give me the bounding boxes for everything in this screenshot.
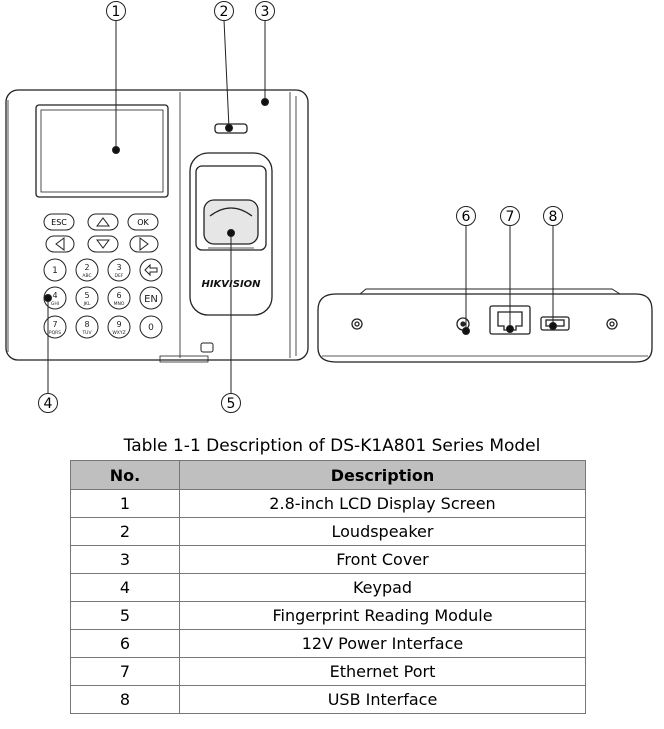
key-2: 2 ABC — [75, 258, 99, 282]
down-key — [87, 235, 119, 253]
table-row: 3 Front Cover — [70, 545, 586, 574]
svg-text:2: 2 — [84, 263, 89, 272]
row-no: 8 — [70, 685, 180, 714]
row-no: 1 — [70, 489, 180, 518]
description-table: No. Description 1 2.8-inch LCD Display S… — [70, 460, 586, 714]
svg-text:2: 2 — [220, 4, 229, 20]
row-description: USB Interface — [179, 685, 586, 714]
callout-4: 4 — [38, 393, 58, 413]
svg-text:WXYZ: WXYZ — [112, 330, 125, 336]
key-6: 6 MNO — [107, 286, 131, 310]
row-description: Keypad — [179, 573, 586, 602]
side-view — [317, 288, 653, 363]
row-no: 4 — [70, 573, 180, 602]
device-diagram: ESC OK 1 2 ABC 3 DEF — [5, 1, 653, 413]
key-0: 0 — [139, 315, 163, 339]
row-no: 3 — [70, 545, 180, 574]
table-header-row: No. Description — [70, 460, 586, 490]
svg-text:1: 1 — [112, 4, 121, 20]
front-cover — [5, 89, 309, 361]
key-1: 1 — [43, 258, 67, 282]
row-description: Ethernet Port — [179, 657, 586, 686]
left-key — [45, 235, 75, 253]
callout-6: 6 — [456, 206, 476, 226]
right-key — [129, 235, 159, 253]
table-row: 1 2.8-inch LCD Display Screen — [70, 489, 586, 518]
header-description: Description — [179, 460, 586, 490]
key-9: 9 WXYZ — [107, 315, 131, 339]
ok-key — [127, 213, 159, 231]
table-row: 5 Fingerprint Reading Module — [70, 601, 586, 630]
up-key — [87, 213, 119, 231]
ok-key-label: OK — [137, 218, 149, 227]
row-description: 12V Power Interface — [179, 629, 586, 658]
svg-text:6: 6 — [462, 209, 471, 225]
loudspeaker — [214, 123, 248, 134]
svg-text:MNO: MNO — [114, 301, 125, 307]
row-description: Front Cover — [179, 545, 586, 574]
row-no: 5 — [70, 601, 180, 630]
table-row: 4 Keypad — [70, 573, 586, 602]
svg-text:0: 0 — [148, 323, 154, 333]
svg-text:3: 3 — [261, 4, 270, 20]
svg-text:ABC: ABC — [82, 273, 91, 279]
row-no: 6 — [70, 629, 180, 658]
svg-text:6: 6 — [116, 291, 121, 300]
svg-text:4: 4 — [44, 396, 53, 412]
svg-text:8: 8 — [84, 320, 89, 329]
row-no: 7 — [70, 657, 180, 686]
svg-text:EN: EN — [144, 294, 158, 305]
svg-text:7: 7 — [52, 320, 57, 329]
callout-8: 8 — [543, 206, 563, 226]
svg-text:8: 8 — [549, 209, 558, 225]
svg-text:9: 9 — [116, 320, 121, 329]
row-no: 2 — [70, 517, 180, 546]
table-row: 8 USB Interface — [70, 685, 586, 714]
svg-text:TUV: TUV — [81, 330, 92, 336]
row-description: Loudspeaker — [179, 517, 586, 546]
callout-2: 2 — [214, 1, 234, 21]
svg-text:DEF: DEF — [115, 273, 124, 279]
key-7: 7 PQRS — [43, 315, 67, 339]
svg-text:7: 7 — [506, 209, 515, 225]
esc-key-label: ESC — [51, 218, 67, 227]
backspace-key — [139, 258, 163, 282]
table-caption: Table 1-1 Description of DS-K1A801 Serie… — [123, 436, 541, 456]
svg-text:4: 4 — [52, 291, 57, 300]
svg-text:1: 1 — [52, 266, 58, 276]
svg-text:5: 5 — [227, 396, 236, 412]
svg-text:PQRS: PQRS — [49, 330, 61, 336]
svg-text:5: 5 — [84, 291, 89, 300]
svg-text:GHI: GHI — [51, 301, 59, 307]
row-description: 2.8-inch LCD Display Screen — [179, 489, 586, 518]
svg-text:3: 3 — [116, 263, 121, 272]
key-8: 8 TUV — [75, 315, 99, 339]
header-no: No. — [70, 460, 180, 490]
en-key: EN — [139, 286, 163, 310]
table-row: 6 12V Power Interface — [70, 629, 586, 658]
callout-3: 3 — [255, 1, 275, 21]
esc-key — [43, 213, 75, 231]
table-row: 2 Loudspeaker — [70, 517, 586, 546]
row-description: Fingerprint Reading Module — [179, 601, 586, 630]
callout-5: 5 — [221, 393, 241, 413]
key-3: 3 DEF — [107, 258, 131, 282]
callout-1: 1 — [106, 1, 126, 21]
callout-7: 7 — [500, 206, 520, 226]
key-5: 5 JKL — [75, 286, 99, 310]
svg-text:JKL: JKL — [83, 301, 91, 307]
table-row: 7 Ethernet Port — [70, 657, 586, 686]
lcd-screen — [35, 104, 169, 198]
